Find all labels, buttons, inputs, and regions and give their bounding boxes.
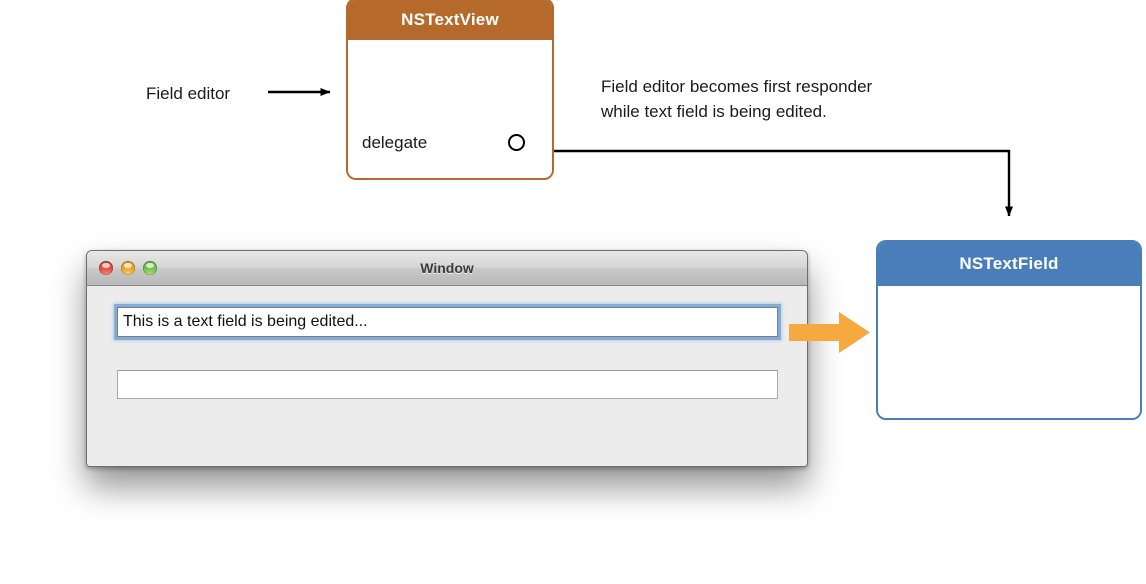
nstextfield-body <box>878 286 1140 418</box>
first-responder-note: Field editor becomes first responder whi… <box>601 77 873 121</box>
field-editor-callout-label: Field editor <box>146 84 231 103</box>
delegate-outlet-row[interactable]: delegate <box>348 132 552 154</box>
nstextview-body: delegate <box>348 40 552 178</box>
nstextfield-title: NSTextField <box>878 242 1140 286</box>
delegate-outlet-connector-dot[interactable] <box>508 134 525 151</box>
window-content-area: This is a text field is being edited... <box>87 286 807 466</box>
traffic-light-group <box>99 261 157 275</box>
close-button[interactable] <box>99 261 113 275</box>
window-titlebar[interactable]: Window <box>87 251 807 286</box>
flow-arrow-icon <box>789 312 870 353</box>
nstextview-title: NSTextView <box>348 0 552 40</box>
nstextview-object-box: NSTextView delegate <box>346 0 554 180</box>
minimize-button[interactable] <box>121 261 135 275</box>
macos-window: Window This is a text field is being edi… <box>86 250 808 467</box>
window-title: Window <box>420 260 474 276</box>
zoom-button[interactable] <box>143 261 157 275</box>
nstextfield-object-box: NSTextField <box>876 240 1142 420</box>
text-field-empty[interactable] <box>117 370 778 399</box>
text-field-being-edited[interactable]: This is a text field is being edited... <box>117 307 778 337</box>
delegate-outlet-label: delegate <box>362 133 428 152</box>
delegate-connector-line <box>530 149 1013 217</box>
